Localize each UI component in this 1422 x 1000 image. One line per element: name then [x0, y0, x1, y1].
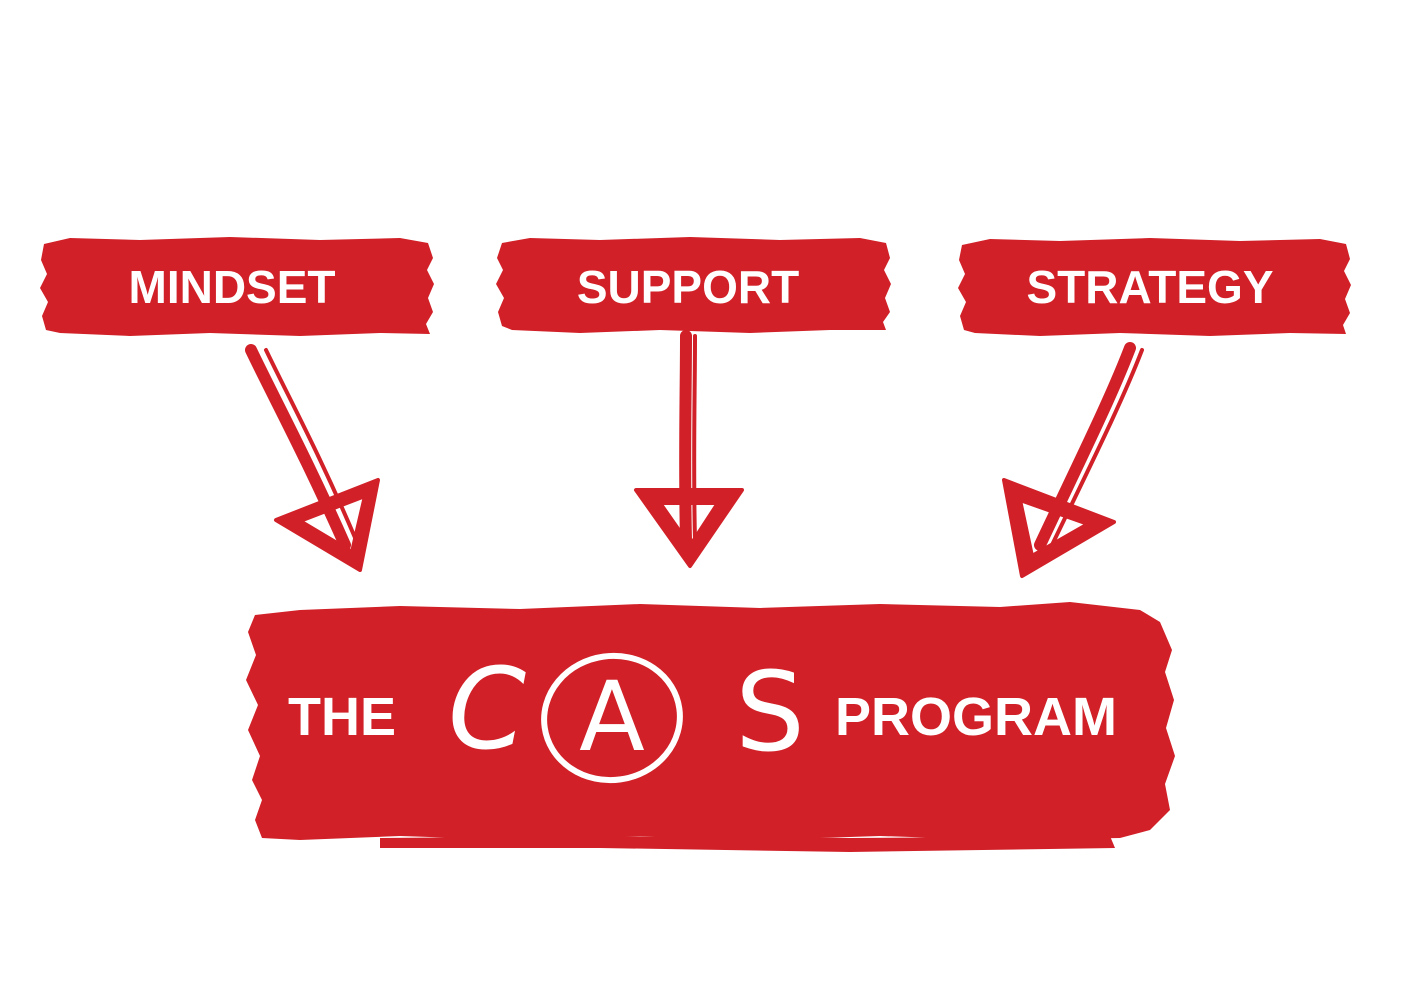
arrow-shaft-strategy: [1034, 342, 1136, 551]
pillar-label-mindset: MINDSET: [129, 261, 336, 313]
arrow-shaft-support-outline: [692, 334, 697, 542]
brush-trail-program: [380, 836, 1115, 852]
program-prefix: THE: [288, 687, 396, 747]
arrow-head-mindset: [274, 478, 380, 572]
arrow-strategy: [1002, 342, 1144, 578]
arrow-head-strategy: [1002, 478, 1116, 578]
brush-stroke-strategy: [958, 238, 1351, 336]
arrow-support: [634, 330, 744, 568]
arrow-shaft-mindset: [245, 344, 351, 551]
brush-stroke-program: [246, 602, 1175, 840]
pillar-strategy: STRATEGY: [958, 238, 1351, 336]
arrow-mindset: [245, 344, 380, 572]
program-suffix: PROGRAM: [835, 687, 1117, 747]
cas-logo-letter-s: S: [735, 648, 805, 776]
pillar-label-support: SUPPORT: [577, 261, 799, 313]
brush-stroke-mindset: [40, 237, 434, 336]
brush-stroke-support: [496, 237, 891, 333]
pillar-label-strategy: STRATEGY: [1026, 261, 1273, 313]
pillar-mindset: MINDSET: [40, 237, 434, 336]
cas-logo-letter-c: C: [448, 645, 526, 775]
arrow-head-support: [634, 488, 744, 568]
arrow-shaft-mindset-outline: [264, 348, 358, 542]
cas-logo: C A S: [448, 645, 805, 784]
cas-logo-circle: [541, 652, 683, 784]
arrow-shaft-support: [679, 330, 692, 546]
program-banner: THE C A S PROGRAM: [246, 602, 1175, 852]
pillar-support: SUPPORT: [496, 237, 891, 333]
cas-logo-letter-a: A: [579, 661, 645, 773]
